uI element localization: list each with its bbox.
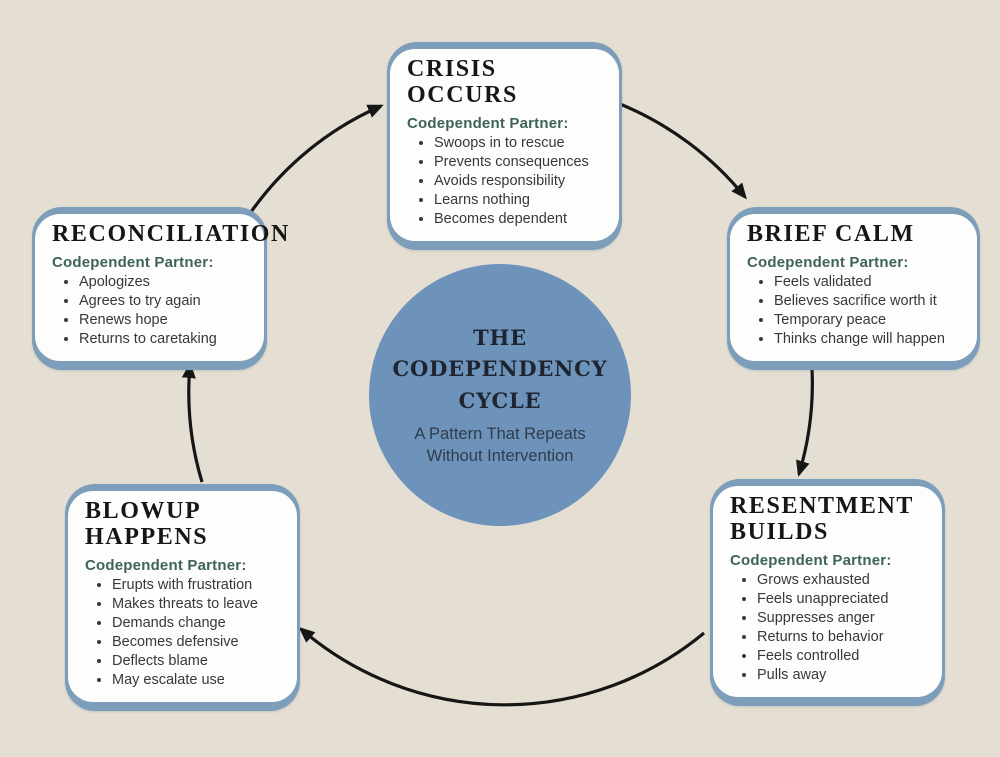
arrow-blowup-to-reconciliation bbox=[181, 362, 204, 483]
bullet-item: Makes threats to leave bbox=[112, 596, 285, 614]
node-title: BLOWUP HAPPENS bbox=[85, 498, 209, 550]
bullet-item: Grows exhausted bbox=[757, 572, 930, 590]
bullet-item: Feels unappreciated bbox=[757, 591, 930, 609]
bullet-item: Apologizes bbox=[79, 274, 252, 292]
partner-label: Codependent Partner: bbox=[407, 114, 569, 132]
node-reconciliation: RECONCILIATION Codependent Partner: Apol… bbox=[32, 207, 290, 370]
bullet-list: Swoops in to rescuePrevents consequences… bbox=[407, 135, 607, 229]
bullet-item: Suppresses anger bbox=[757, 610, 930, 628]
partner-label: Codependent Partner: bbox=[52, 253, 214, 271]
bullet-item: Avoids responsibility bbox=[434, 173, 607, 191]
center-circle: THE CODEPENDENCY CYCLE A Pattern That Re… bbox=[369, 264, 631, 526]
bullet-list: Erupts with frustrationMakes threats to … bbox=[85, 577, 285, 690]
node-blowup-happens: BLOWUP HAPPENS Codependent Partner: Erup… bbox=[65, 484, 300, 711]
bullet-item: Erupts with frustration bbox=[112, 577, 285, 595]
node-body: BLOWUP HAPPENS Codependent Partner: Erup… bbox=[68, 491, 297, 702]
bullet-list: Feels validatedBelieves sacrifice worth … bbox=[747, 274, 965, 349]
node-body: RESENTMENT BUILDS Codependent Partner: G… bbox=[713, 486, 942, 697]
bullet-item: Swoops in to rescue bbox=[434, 135, 607, 153]
node-title: CRISIS OCCURS bbox=[407, 56, 518, 108]
partner-label: Codependent Partner: bbox=[85, 556, 247, 574]
bullet-item: Prevents consequences bbox=[434, 154, 607, 172]
bullet-item: Feels validated bbox=[774, 274, 965, 292]
bullet-item: Becomes defensive bbox=[112, 634, 285, 652]
arrow-brief-calm-to-resentment bbox=[796, 368, 814, 477]
arrow-reconciliation-to-crisis bbox=[249, 104, 384, 213]
partner-label: Codependent Partner: bbox=[730, 551, 892, 569]
bullet-list: Grows exhaustedFeels unappreciatedSuppre… bbox=[730, 572, 930, 685]
bullet-item: Believes sacrifice worth it bbox=[774, 293, 965, 311]
bullet-item: Feels controlled bbox=[757, 648, 930, 666]
bullet-item: Pulls away bbox=[757, 667, 930, 685]
node-crisis-occurs: CRISIS OCCURS Codependent Partner: Swoop… bbox=[387, 42, 622, 250]
bullet-item: Demands change bbox=[112, 615, 285, 633]
node-body: BRIEF CALM Codependent Partner: Feels va… bbox=[730, 214, 977, 361]
bullet-item: Returns to behavior bbox=[757, 629, 930, 647]
bullet-item: Deflects blame bbox=[112, 653, 285, 671]
arrow-crisis-to-brief-calm bbox=[619, 102, 747, 200]
arrow-resentment-to-blowup bbox=[298, 627, 706, 707]
bullet-item: May escalate use bbox=[112, 672, 285, 690]
bullet-item: Agrees to try again bbox=[79, 293, 252, 311]
bullet-item: Becomes dependent bbox=[434, 211, 607, 229]
bullet-item: Returns to caretaking bbox=[79, 331, 252, 349]
partner-label: Codependent Partner: bbox=[747, 253, 909, 271]
bullet-item: Learns nothing bbox=[434, 192, 607, 210]
node-title: BRIEF CALM bbox=[747, 221, 915, 247]
node-resentment-builds: RESENTMENT BUILDS Codependent Partner: G… bbox=[710, 479, 945, 706]
bullet-item: Thinks change will happen bbox=[774, 331, 965, 349]
bullet-list: ApologizesAgrees to try againRenews hope… bbox=[52, 274, 252, 349]
node-body: CRISIS OCCURS Codependent Partner: Swoop… bbox=[390, 49, 619, 241]
bullet-item: Temporary peace bbox=[774, 312, 965, 330]
node-title: RESENTMENT BUILDS bbox=[730, 493, 914, 545]
cycle-title: THE CODEPENDENCY CYCLE bbox=[392, 324, 608, 413]
node-body: RECONCILIATION Codependent Partner: Apol… bbox=[35, 214, 290, 361]
node-title: RECONCILIATION bbox=[52, 221, 290, 247]
node-brief-calm: BRIEF CALM Codependent Partner: Feels va… bbox=[727, 207, 980, 370]
bullet-item: Renews hope bbox=[79, 312, 252, 330]
cycle-subtitle: A Pattern That Repeats Without Intervent… bbox=[414, 425, 586, 466]
